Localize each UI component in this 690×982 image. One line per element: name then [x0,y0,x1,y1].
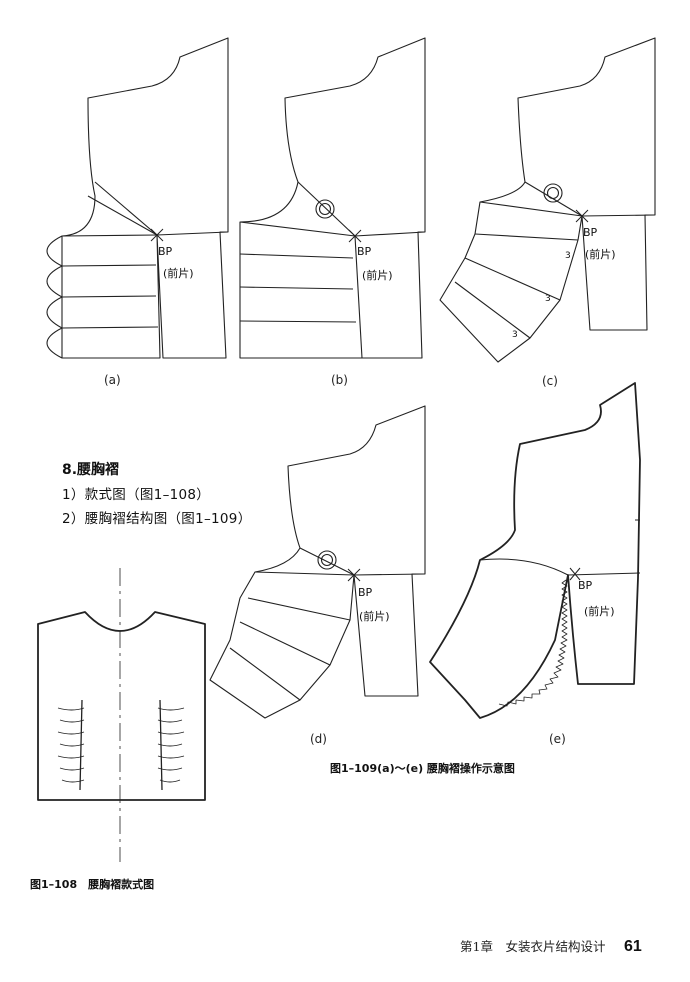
figure-label-e: (e) [549,732,566,746]
dart-measure-2: 3 [545,294,551,304]
figure-caption-109: 图1–109(a)～(e) 腰胸褶操作示意图 [330,762,515,775]
section-item-1: 1）款式图（图1–108） [62,487,211,503]
section-item-2: 2）腰胸褶结构图（图1–109） [62,511,252,527]
front-piece-label-e: (前片) [584,605,615,618]
garment-sketch [37,568,206,862]
figure-e-drawing [429,382,641,719]
figure-label-b: (b) [331,373,348,387]
figure-d-drawing [209,405,426,719]
page-number: 61 [624,938,642,955]
bp-label-a: BP [158,245,173,258]
dart-measure-3: 3 [512,330,518,340]
chapter-footer: 第1章 女装衣片结构设计 [460,939,606,954]
section-title: 8.腰胸褶 [62,462,120,478]
front-piece-label-b: (前片) [362,269,393,282]
figure-caption-108: 图1–108 腰胸褶款式图 [30,878,155,891]
bp-label-c: BP [583,226,598,239]
figure-label-a: (a) [104,373,121,387]
bp-label-e: BP [578,579,593,592]
bp-label-d: BP [358,586,373,599]
figure-a-drawing [46,37,229,359]
front-piece-label-d: (前片) [359,610,390,623]
front-piece-label-a: (前片) [163,267,194,280]
figure-label-c: (c) [542,374,558,388]
bp-label-b: BP [357,245,372,258]
front-piece-label-c: (前片) [585,248,616,261]
figure-b-drawing [239,37,426,359]
figure-label-d: (d) [310,732,327,746]
figure-c-drawing [439,37,656,363]
dart-measure-1: 3 [565,251,571,261]
